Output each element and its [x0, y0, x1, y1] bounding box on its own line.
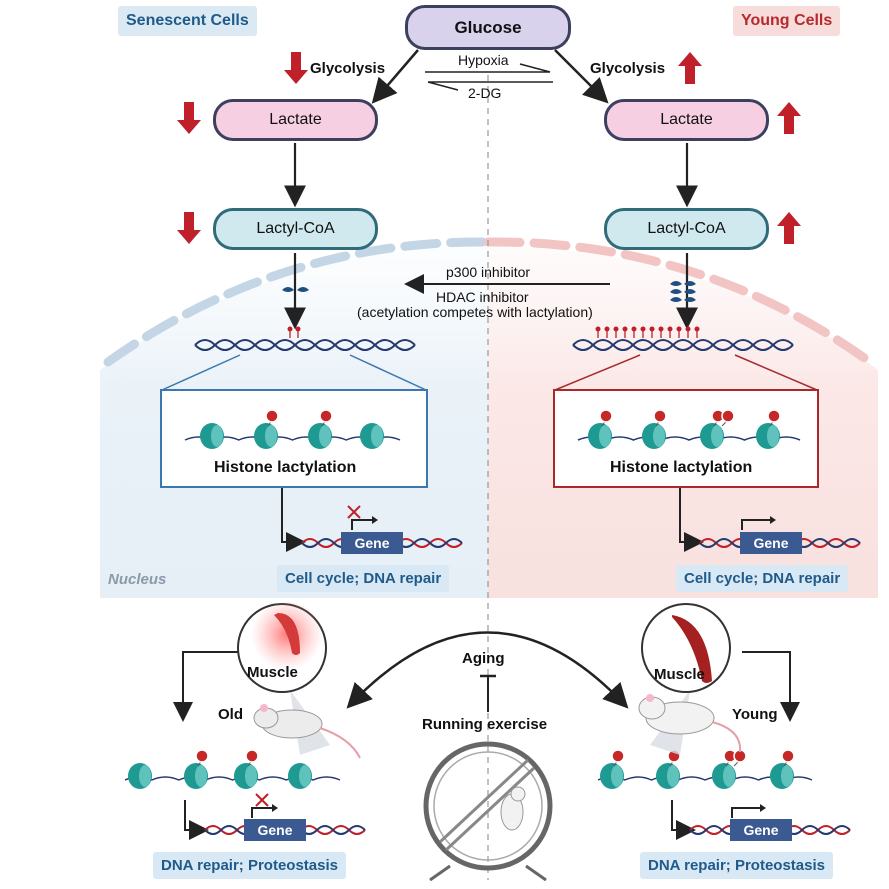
muscle-old-icon — [274, 613, 300, 655]
hypoxia-arrow — [425, 63, 551, 73]
nucleosome-icon — [770, 749, 795, 789]
lactate-left-node: Lactate — [213, 99, 378, 141]
running-exercise-label: Running exercise — [422, 716, 548, 733]
nucleosome-icon — [756, 409, 781, 449]
glucose-to-lactate-left — [371, 49, 419, 104]
muscle-young-label: Muscle — [654, 666, 705, 683]
hdac-inhibitor-label: HDAC inhibitor — [436, 289, 529, 305]
lactyl-coa-right-node: Lactyl-CoA — [604, 208, 769, 250]
gene-box: Gene — [244, 819, 306, 841]
nucleosome-icon — [184, 749, 209, 789]
muscle-old-label: Muscle — [247, 664, 298, 681]
histone-lactylation-left-label: Histone lactylation — [214, 459, 357, 476]
nucleus-label: Nucleus — [108, 571, 167, 588]
tissue-result-right: DNA repair; Proteostasis — [640, 852, 833, 879]
nucleosome-icon — [288, 763, 312, 789]
glycolysis-left-label: Glycolysis — [310, 60, 386, 77]
cell-result-right: Cell cycle; DNA repair — [676, 565, 849, 592]
blocked-x-icon — [255, 505, 361, 807]
cell-result-left: Cell cycle; DNA repair — [277, 565, 450, 592]
running-wheel-icon — [423, 741, 553, 882]
old-mouse-icon — [253, 704, 361, 759]
young-cells-tag: Young Cells — [733, 6, 841, 36]
glucose-to-lactate-right — [554, 49, 609, 104]
young-label: Young — [732, 706, 778, 723]
down-arrow-icon — [177, 212, 201, 244]
muscle-young-icon — [672, 615, 712, 683]
nucleosome-icon — [642, 409, 667, 449]
old-label: Old — [218, 706, 243, 723]
nucleosome-icon — [700, 409, 735, 449]
up-arrow-icon — [777, 102, 801, 134]
gene-box: Gene — [341, 532, 403, 554]
glucose-node: Glucose — [405, 5, 571, 50]
glycolysis-right-label: Glycolysis — [590, 60, 666, 77]
lactyl-coa-left-node: Lactyl-CoA — [213, 208, 378, 250]
aging-label: Aging — [462, 650, 505, 667]
p300-inhibitor-label: p300 inhibitor — [446, 264, 531, 280]
nucleosome-icon — [234, 749, 259, 789]
nucleosome-icon — [200, 423, 224, 449]
gene-box: Gene — [730, 819, 792, 841]
nucleosome-icon — [712, 749, 747, 789]
histone-lactylation-right-label: Histone lactylation — [610, 459, 753, 476]
lactate-right-node: Lactate — [604, 99, 769, 141]
nuclear-envelope-right — [483, 237, 875, 367]
nucleosome-icon — [308, 409, 333, 449]
nucleosome-icon — [128, 763, 152, 789]
tissue-result-left: DNA repair; Proteostasis — [153, 852, 346, 879]
dg-label: 2-DG — [468, 85, 502, 101]
up-arrow-icon — [777, 212, 801, 244]
nucleosome-icon — [254, 409, 279, 449]
down-arrow-icon — [284, 52, 308, 84]
hdac-note-label: (acetylation competes with lactylation) — [357, 304, 593, 320]
aging-curve-arrow — [346, 631, 629, 709]
senescent-cells-tag: Senescent Cells — [118, 6, 257, 36]
dg-arrow — [427, 81, 553, 91]
hypoxia-label: Hypoxia — [458, 52, 509, 68]
nucleosome-icon — [600, 749, 625, 789]
young-mouse-icon — [638, 694, 742, 753]
up-arrow-icon — [678, 52, 702, 84]
gene-box: Gene — [740, 532, 802, 554]
down-arrow-icon — [177, 102, 201, 134]
nuclear-envelope-left — [103, 237, 493, 367]
nucleosome-icon — [360, 423, 384, 449]
nucleosome-icon — [588, 409, 613, 449]
